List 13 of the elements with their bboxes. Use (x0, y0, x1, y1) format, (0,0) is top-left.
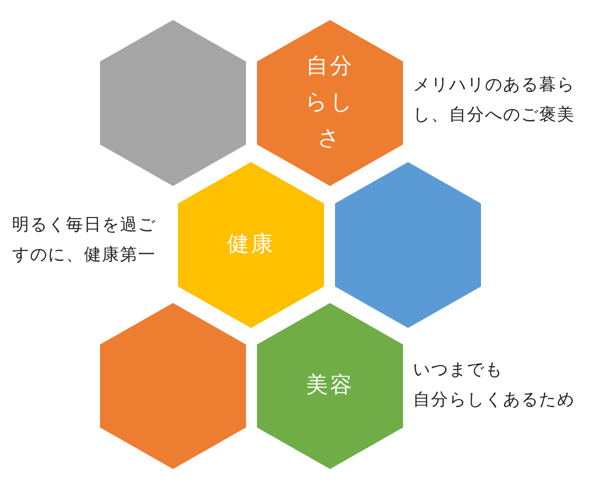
hexagon-tile (100, 20, 246, 186)
tile-label: 健康 (226, 231, 276, 259)
hexagon-tile (178, 162, 324, 328)
hexagon-tile (100, 303, 246, 469)
hexagon-tile (335, 162, 481, 328)
tile-label: 美容 (305, 372, 355, 400)
hexagon-tile (257, 20, 403, 186)
caption-text: 自分らしくあるため (413, 389, 576, 412)
tile-label: 自分らしさ (304, 53, 356, 153)
caption-text: いつまでも (413, 359, 504, 382)
hexagon-tile (257, 303, 403, 469)
caption-text: メリハリのある暮らし、自分へのご褒美 (413, 74, 576, 127)
caption-text: 明るく毎日を過ごすのに、健康第一 (12, 214, 157, 267)
